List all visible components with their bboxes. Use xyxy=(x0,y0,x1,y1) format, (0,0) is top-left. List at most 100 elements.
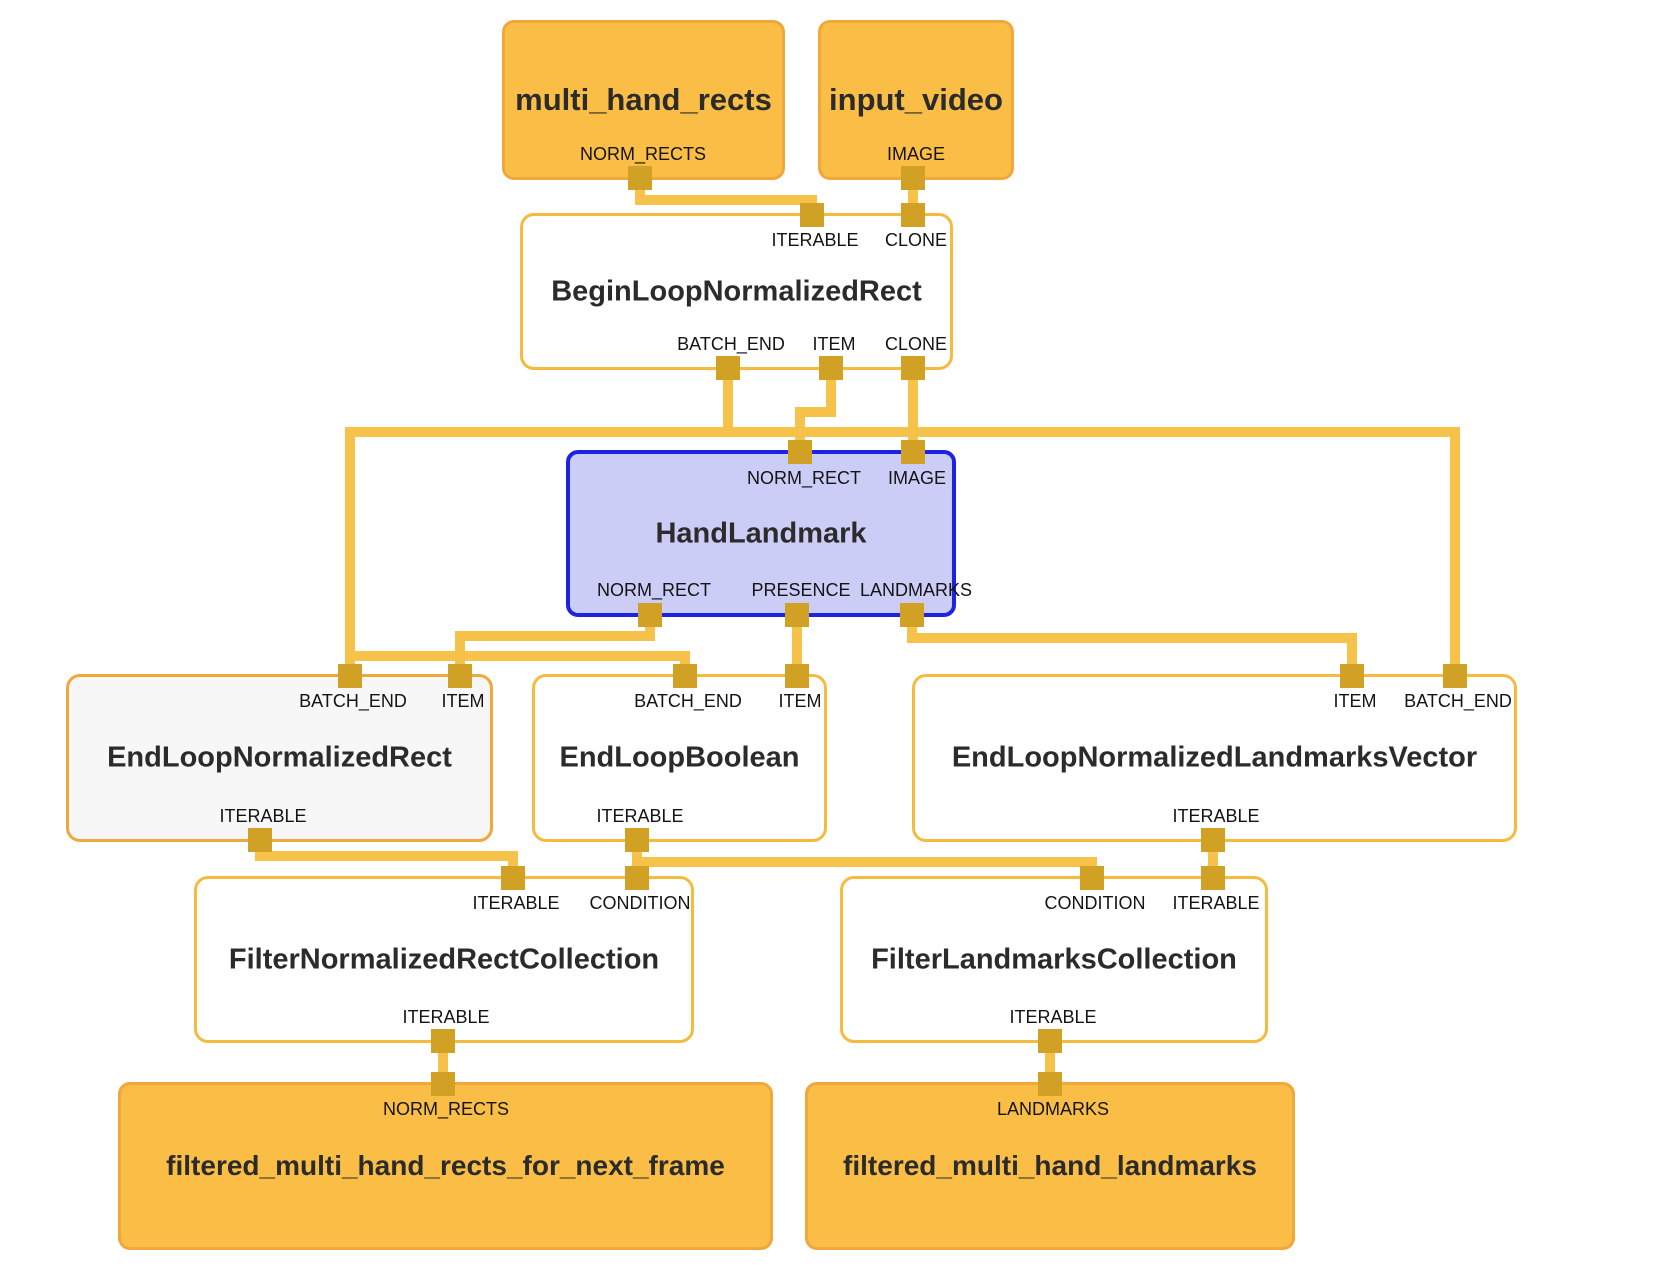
output-port-HandLandmark-LANDMARKS xyxy=(900,603,924,627)
wire-BeginLoopNormalizedRect:BATCH_END-to-EndLoopNormalizedLandmarksVector:BATCH_END[interactable] xyxy=(723,427,1460,437)
node-title-FilterNormalizedRectCollection: FilterNormalizedRectCollection xyxy=(228,943,660,975)
input-port-EndLoopNormalizedRect-ITEM xyxy=(448,664,472,688)
output-port-label-EndLoopBoolean-ITERABLE: ITERABLE xyxy=(596,806,684,826)
node-EndLoopNormalizedLandmarksVector[interactable]: EndLoopNormalizedLandmarksVector ITEM BATC… xyxy=(912,674,1517,842)
wire-BeginLoopNormalizedRect:BATCH_END-to-EndLoopNormalizedRect:BATCH_END[interactable] xyxy=(345,427,355,681)
input-port-EndLoopBoolean-BATCH_END xyxy=(673,664,697,688)
wire-HandLandmark:NORM_RECT-to-EndLoopNormalizedRect:ITEM[interactable] xyxy=(455,631,655,641)
node-title-input_video: input_video xyxy=(829,82,1003,117)
node-title-filtered_multi_hand_rects_for_next_frame: filtered_multi_hand_rects_for_next_frame xyxy=(166,1150,725,1181)
input-port-FilterNormalizedRectCollection-CONDITION xyxy=(625,866,649,890)
output-port-FilterNormalizedRectCollection-ITERABLE xyxy=(431,1029,455,1053)
input-port-EndLoopNormalizedLandmarksVector-ITEM xyxy=(1340,664,1364,688)
wire-BeginLoopNormalizedRect:BATCH_END-to-EndLoopNormalizedLandmarksVector:BATCH_END[interactable] xyxy=(1450,427,1460,681)
input-port-filtered_multi_hand_landmarks-LANDMARKS xyxy=(1038,1072,1062,1096)
input-port-EndLoopNormalizedLandmarksVector-BATCH_END xyxy=(1443,664,1467,688)
input-port-label-HandLandmark-IMAGE: IMAGE xyxy=(887,468,947,488)
wire-FilterLandmarksCollection:ITERABLE-to-filtered_multi_hand_landmarks:LANDMARKS[interactable] xyxy=(1045,1038,1055,1089)
input-port-label-FilterNormalizedRectCollection-ITERABLE: ITERABLE xyxy=(472,893,560,913)
output-port-label-BeginLoopNormalizedRect-BATCH_END: BATCH_END xyxy=(677,334,785,354)
output-port-label-BeginLoopNormalizedRect-ITEM: ITEM xyxy=(812,334,856,354)
output-port-label-EndLoopNormalizedLandmarksVector-ITERABLE: ITERABLE xyxy=(1172,806,1260,826)
input-port-filtered_multi_hand_rects_for_next_frame-NORM_RECTS xyxy=(431,1072,455,1096)
output-port-label-FilterLandmarksCollection-ITERABLE: ITERABLE xyxy=(1009,1007,1097,1027)
node-title-EndLoopNormalizedRect: EndLoopNormalizedRect xyxy=(107,741,452,774)
wire-BeginLoopNormalizedRect:ITEM-to-HandLandmark:NORM_RECT[interactable] xyxy=(795,407,836,417)
node-EndLoopNormalizedRect[interactable]: EndLoopNormalizedRect BATCH_END ITEM ITERAB… xyxy=(66,674,493,842)
output-port-label-BeginLoopNormalizedRect-CLONE: CLONE xyxy=(884,334,948,354)
wire-HandLandmark:LANDMARKS-to-EndLoopNormalizedLandmarksVector:ITEM[interactable] xyxy=(907,633,1357,643)
node-title-HandLandmark: HandLandmark xyxy=(655,517,867,549)
input-port-BeginLoopNormalizedRect-ITERABLE xyxy=(800,203,824,227)
node-title-BeginLoopNormalizedRect: BeginLoopNormalizedRect xyxy=(551,275,922,307)
wire-BeginLoopNormalizedRect:BATCH_END-to-EndLoopNormalizedRect:BATCH_END[interactable] xyxy=(345,427,733,437)
output-port-HandLandmark-NORM_RECT xyxy=(638,603,662,627)
wire-multi_hand_rects:NORM_RECTS-to-BeginLoopNormalizedRect:ITERABLE[interactable] xyxy=(635,195,817,205)
input-port-HandLandmark-NORM_RECT xyxy=(788,440,812,464)
wire-input_video:IMAGE-to-BeginLoopNormalizedRect:CLONE[interactable] xyxy=(908,175,918,221)
input-port-FilterLandmarksCollection-ITERABLE xyxy=(1201,866,1225,890)
input-port-FilterNormalizedRectCollection-ITERABLE xyxy=(501,866,525,890)
node-title-EndLoopBoolean: EndLoopBoolean xyxy=(559,741,800,774)
output-port-HandLandmark-PRESENCE xyxy=(785,603,809,627)
input-port-label-FilterLandmarksCollection-CONDITION: CONDITION xyxy=(1044,893,1146,913)
output-port-label-FilterNormalizedRectCollection-ITERABLE: ITERABLE xyxy=(402,1007,490,1027)
node-BeginLoopNormalizedRect[interactable]: BeginLoopNormalizedRect ITERABLE CLONE BATC… xyxy=(520,213,953,370)
output-port-label-input_video-IMAGE: IMAGE xyxy=(886,144,946,164)
output-port-input_video-IMAGE xyxy=(901,166,925,190)
input-port-label-FilterLandmarksCollection-ITERABLE: ITERABLE xyxy=(1172,893,1260,913)
input-port-label-EndLoopBoolean-BATCH_END: BATCH_END xyxy=(634,691,742,711)
wire-HandLandmark:LANDMARKS-to-EndLoopNormalizedLandmarksVector:ITEM[interactable] xyxy=(907,612,917,643)
node-filtered_multi_hand_rects_for_next_frame[interactable]: filtered_multi_hand_rects_for_next_frame… xyxy=(118,1082,773,1250)
node-title-EndLoopNormalizedLandmarksVector: EndLoopNormalizedLandmarksVector xyxy=(951,741,1478,774)
wire-BeginLoopNormalizedRect:CLONE-to-HandLandmark:IMAGE[interactable] xyxy=(908,365,918,458)
input-port-label-BeginLoopNormalizedRect-ITERABLE: ITERABLE xyxy=(771,230,859,250)
output-port-BeginLoopNormalizedRect-CLONE xyxy=(901,356,925,380)
output-port-EndLoopNormalizedRect-ITERABLE xyxy=(248,828,272,852)
output-port-BeginLoopNormalizedRect-BATCH_END xyxy=(716,356,740,380)
input-port-label-BeginLoopNormalizedRect-CLONE: CLONE xyxy=(884,230,948,250)
wire-FilterNormalizedRectCollection:ITERABLE-to-filtered_multi_hand_rects_for_next_frame:NORM_RECTS[interactable] xyxy=(438,1038,448,1089)
input-port-HandLandmark-IMAGE xyxy=(901,440,925,464)
wire-HandLandmark:LANDMARKS-to-EndLoopNormalizedLandmarksVector:ITEM[interactable] xyxy=(1347,633,1357,681)
input-port-label-filtered_multi_hand_rects_for_next_frame-NORM_RECTS: NORM_RECTS xyxy=(382,1099,510,1119)
node-FilterLandmarksCollection[interactable]: FilterLandmarksCollection CONDITION ITERAB… xyxy=(840,876,1268,1043)
wire-EndLoopNormalizedLandmarksVector:ITERABLE-to-FilterLandmarksCollection:ITERABLE[interactable] xyxy=(1208,837,1218,883)
wire-BeginLoopNormalizedRect:BATCH_END-to-EndLoopNormalizedRect:BATCH_END[interactable] xyxy=(723,365,733,437)
input-port-EndLoopBoolean-ITEM xyxy=(785,664,809,688)
output-port-EndLoopNormalizedLandmarksVector-ITERABLE xyxy=(1201,828,1225,852)
output-port-label-HandLandmark-LANDMARKS: LANDMARKS xyxy=(859,580,973,600)
input-port-label-EndLoopNormalizedRect-ITEM: ITEM xyxy=(441,691,485,711)
output-port-FilterLandmarksCollection-ITERABLE xyxy=(1038,1029,1062,1053)
output-port-EndLoopBoolean-ITERABLE xyxy=(625,828,649,852)
node-title-multi_hand_rects: multi_hand_rects xyxy=(515,82,772,117)
wire-HandLandmark:PRESENCE-to-EndLoopBoolean:ITEM[interactable] xyxy=(792,612,802,681)
input-port-label-EndLoopNormalizedLandmarksVector-ITEM: ITEM xyxy=(1333,691,1377,711)
output-port-BeginLoopNormalizedRect-ITEM xyxy=(819,356,843,380)
output-port-label-HandLandmark-PRESENCE: PRESENCE xyxy=(751,580,851,600)
wire-EndLoopNormalizedRect:ITERABLE-to-FilterNormalizedRectCollection:ITERABLE[interactable] xyxy=(255,851,518,861)
input-port-EndLoopNormalizedRect-BATCH_END xyxy=(338,664,362,688)
wire-BeginLoopNormalizedRect:BATCH_END-to-EndLoopBoolean:BATCH_END[interactable] xyxy=(345,651,690,661)
input-port-label-EndLoopNormalizedRect-BATCH_END: BATCH_END xyxy=(299,691,407,711)
wire-BeginLoopNormalizedRect:ITEM-to-HandLandmark:NORM_RECT[interactable] xyxy=(795,407,805,458)
output-port-label-HandLandmark-NORM_RECT: NORM_RECT xyxy=(596,580,712,600)
wire-multi_hand_rects:NORM_RECTS-to-BeginLoopNormalizedRect:ITERABLE[interactable] xyxy=(635,175,645,205)
wire-BeginLoopNormalizedRect:ITEM-to-HandLandmark:NORM_RECT[interactable] xyxy=(826,365,836,417)
wire-EndLoopBoolean:ITERABLE-to-FilterLandmarksCollection:CONDITION[interactable] xyxy=(632,857,1097,867)
input-port-label-EndLoopNormalizedLandmarksVector-BATCH_END: BATCH_END xyxy=(1404,691,1512,711)
output-port-multi_hand_rects-NORM_RECTS xyxy=(628,166,652,190)
input-port-label-HandLandmark-NORM_RECT: NORM_RECT xyxy=(746,468,862,488)
wire-HandLandmark:NORM_RECT-to-EndLoopNormalizedRect:ITEM[interactable] xyxy=(455,631,465,681)
output-port-label-EndLoopNormalizedRect-ITERABLE: ITERABLE xyxy=(219,806,307,826)
node-title-FilterLandmarksCollection: FilterLandmarksCollection xyxy=(871,943,1237,975)
input-port-label-filtered_multi_hand_landmarks-LANDMARKS: LANDMARKS xyxy=(996,1099,1110,1119)
output-port-label-multi_hand_rects-NORM_RECTS: NORM_RECTS xyxy=(579,144,707,164)
